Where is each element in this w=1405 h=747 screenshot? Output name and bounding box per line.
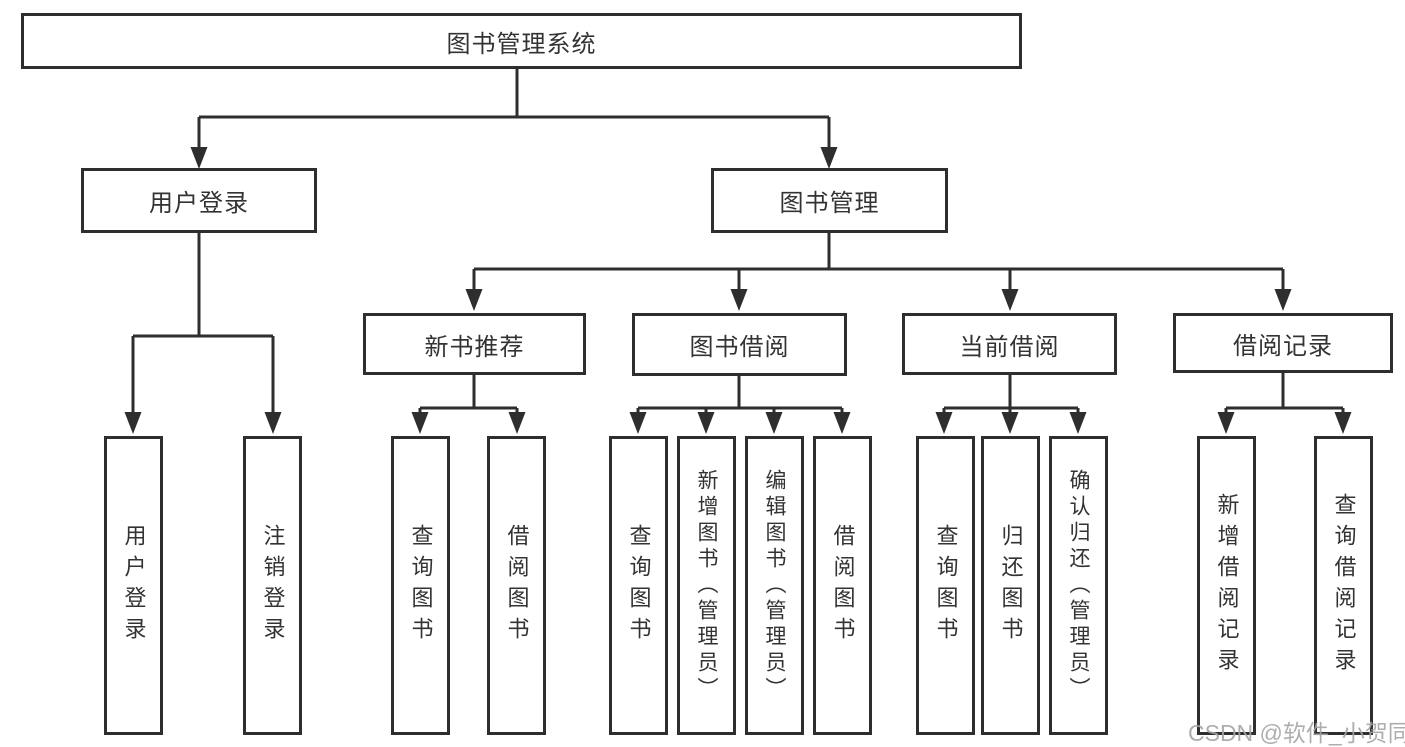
connector-borrowing-records-to-leaves <box>1217 373 1352 434</box>
leaf-newbook-borrow-books: 借阅图书 <box>487 436 546 735</box>
leaf-current-query-books-label: 查询图书 <box>933 523 959 648</box>
watermark-csdn: CSDN @软件_小贺同学 <box>1188 720 1405 746</box>
leaf-borrowing-borrow-books: 借阅图书 <box>813 436 872 735</box>
node-current-borrowing: 当前借阅 <box>902 313 1117 375</box>
leaf-user-login: 用户登录 <box>104 436 163 735</box>
node-new-book-recommend: 新书推荐 <box>363 313 586 375</box>
node-book-borrowing: 图书借阅 <box>632 313 847 376</box>
node-current-borrowing-label: 当前借阅 <box>959 333 1060 361</box>
node-book-management: 图书管理 <box>711 168 948 233</box>
leaf-logout-label: 注销登录 <box>260 523 286 648</box>
node-new-book-recommend-label: 新书推荐 <box>424 333 525 361</box>
leaf-edit-books-admin: 编辑图书（管理员） <box>745 436 804 735</box>
node-book-borrowing-label: 图书借阅 <box>689 334 790 361</box>
leaf-query-borrow-record: 查询借阅记录 <box>1314 436 1373 735</box>
connector-new-book-to-leaves <box>411 375 526 434</box>
node-root-system: 图书管理系统 <box>21 13 1022 69</box>
node-borrowing-records-label: 借阅记录 <box>1233 332 1333 360</box>
leaf-logout: 注销登录 <box>243 436 302 735</box>
leaf-current-query-books: 查询图书 <box>916 436 975 735</box>
leaf-newbook-query-books-label: 查询图书 <box>408 523 434 648</box>
leaf-borrowing-query-books: 查询图书 <box>609 436 668 735</box>
leaf-borrowing-borrow-books-label: 借阅图书 <box>830 523 856 648</box>
node-user-login-label: 用户登录 <box>149 190 249 217</box>
leaf-edit-books-admin-label: 编辑图书（管理员） <box>763 468 786 703</box>
leaf-query-borrow-record-label: 查询借阅记录 <box>1331 492 1357 679</box>
leaf-newbook-borrow-books-label: 借阅图书 <box>504 523 530 648</box>
connector-book-borrowing-to-leaves <box>629 376 851 434</box>
node-borrowing-records: 借阅记录 <box>1173 313 1393 373</box>
node-user-login: 用户登录 <box>81 168 317 233</box>
leaf-newbook-query-books: 查询图书 <box>391 436 450 735</box>
leaf-add-books-admin-label: 新增图书（管理员） <box>695 468 718 703</box>
leaf-borrowing-query-books-label: 查询图书 <box>626 523 652 648</box>
leaf-return-books: 归还图书 <box>981 436 1040 735</box>
leaf-add-books-admin: 新增图书（管理员） <box>677 436 736 735</box>
leaf-user-login-label: 用户登录 <box>121 523 147 648</box>
leaf-confirm-return-admin-label: 确认归还（管理员） <box>1067 468 1090 703</box>
connector-book-management-to-level3 <box>465 233 1292 311</box>
node-book-management-label: 图书管理 <box>779 190 880 217</box>
leaf-add-borrow-record: 新增借阅记录 <box>1197 436 1256 735</box>
connector-current-borrowing-to-leaves <box>935 375 1087 434</box>
leaf-return-books-label: 归还图书 <box>998 523 1024 648</box>
connector-root-to-level2 <box>190 69 838 169</box>
node-root-label: 图书管理系统 <box>446 30 597 58</box>
leaf-add-borrow-record-label: 新增借阅记录 <box>1214 492 1240 679</box>
connector-user-login-to-leaves <box>124 233 282 434</box>
leaf-confirm-return-admin: 确认归还（管理员） <box>1049 436 1108 735</box>
